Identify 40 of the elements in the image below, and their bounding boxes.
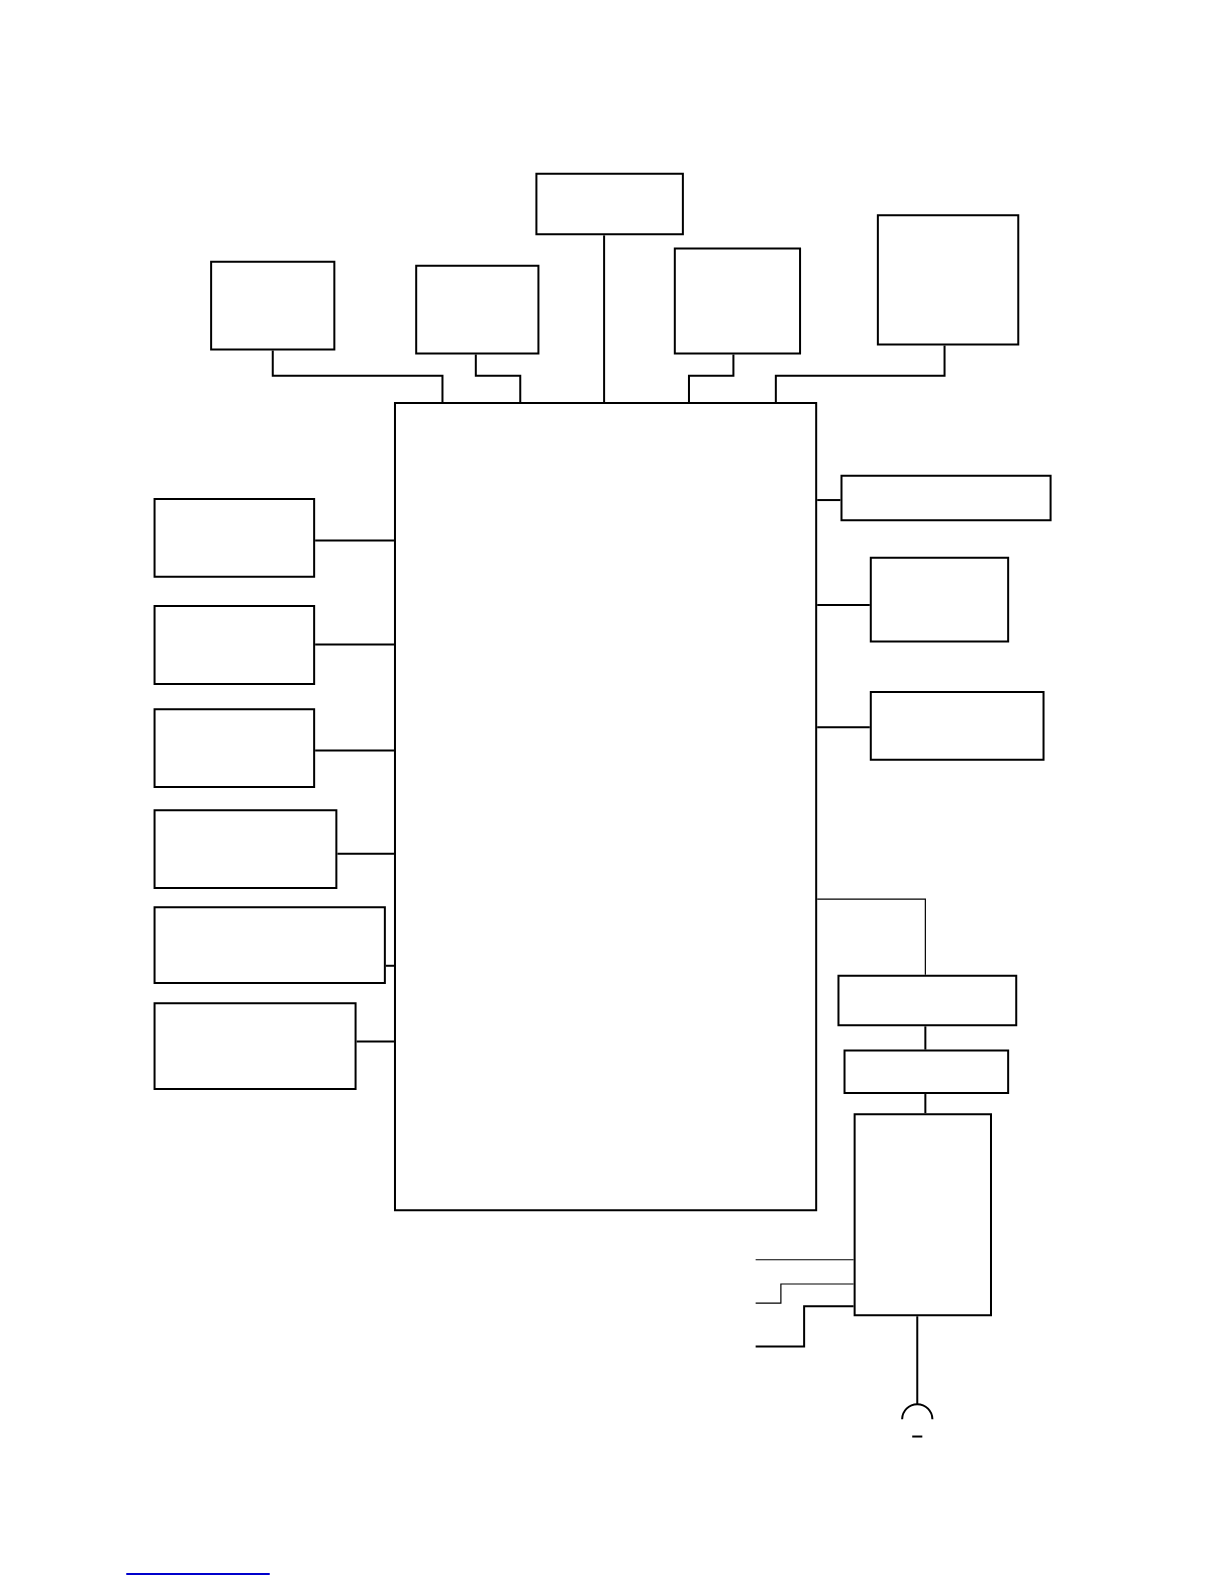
ground-symbol: [900, 1403, 934, 1438]
connector-line: [313, 749, 395, 752]
block-box: [673, 247, 801, 355]
block-box: [153, 906, 386, 984]
block-box: [876, 214, 1020, 346]
connector-line: [916, 1315, 919, 1406]
connector-line: [687, 353, 735, 404]
block-box: [153, 498, 315, 578]
connector-line: [474, 353, 522, 404]
connector-line: [816, 604, 871, 607]
connector-line: [355, 1040, 395, 1043]
block-box: [535, 172, 684, 236]
connector-line: [774, 344, 946, 404]
connector-line: [313, 539, 395, 542]
connector-line: [313, 643, 395, 646]
connector-line: [816, 726, 871, 729]
block-box: [869, 691, 1045, 761]
block-box: [843, 1049, 1009, 1095]
connector-line: [924, 1025, 927, 1051]
connector-line: [754, 1305, 855, 1348]
connector-line: [602, 234, 605, 404]
block-box: [153, 1002, 357, 1090]
connector-line: [816, 898, 926, 976]
block-box: [153, 809, 338, 889]
block-box: [415, 264, 540, 355]
connector-line: [754, 1283, 855, 1304]
block-box: [853, 1113, 992, 1317]
block-box: [209, 260, 336, 351]
connector-line: [924, 1093, 927, 1115]
block-box: [840, 474, 1052, 522]
block-box: [153, 605, 315, 685]
connector-line: [816, 499, 842, 502]
connector-line: [271, 349, 444, 404]
block-box: [393, 402, 817, 1212]
connector-line: [384, 964, 395, 967]
connector-line: [336, 852, 395, 855]
block-box: [153, 708, 315, 788]
block-box: [837, 974, 1018, 1027]
connector-line: [754, 1259, 855, 1261]
block-box: [869, 556, 1009, 643]
